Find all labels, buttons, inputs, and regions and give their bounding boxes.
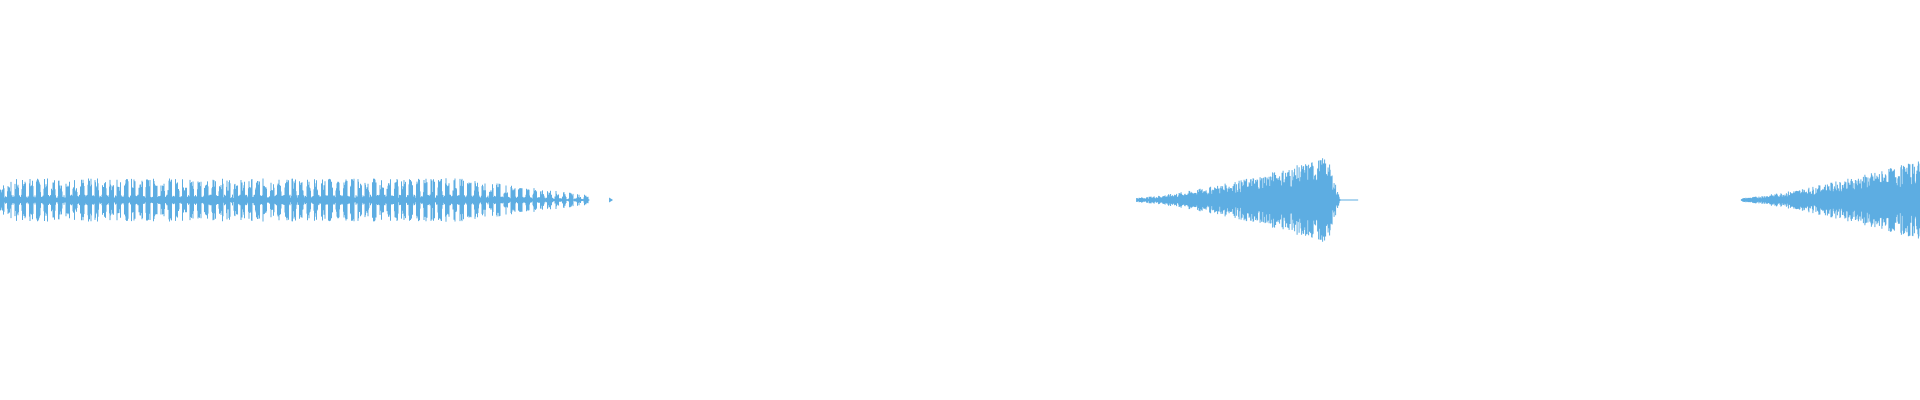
waveform-segments bbox=[0, 158, 1920, 242]
waveform-blip bbox=[609, 197, 614, 203]
